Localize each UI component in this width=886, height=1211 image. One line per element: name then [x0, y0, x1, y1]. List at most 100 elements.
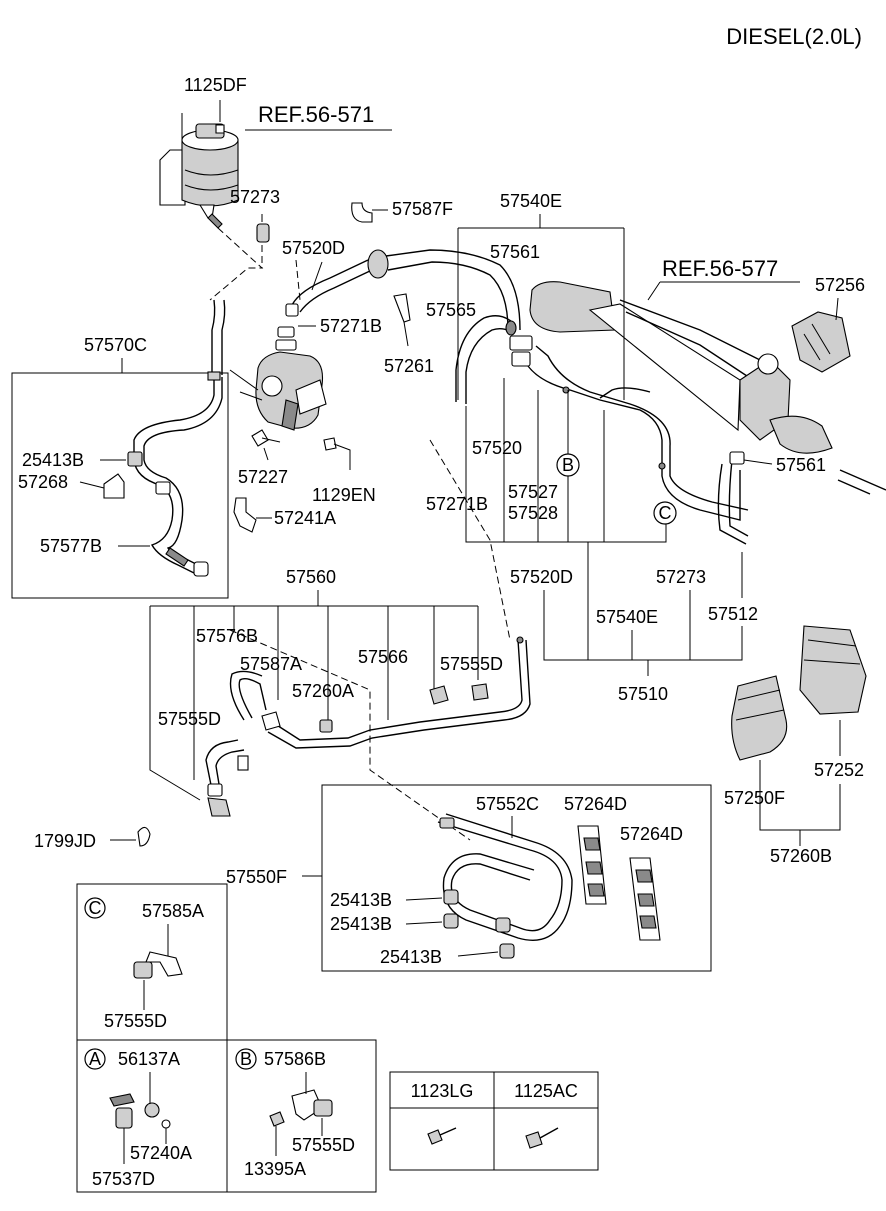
label-57527: 57527 — [508, 482, 558, 502]
label-57520: 57520 — [472, 438, 522, 458]
label-57560: 57560 — [286, 567, 336, 587]
callout-c-circle — [653, 501, 677, 525]
steering-gear-assembly — [529, 281, 886, 495]
label-57260B: 57260B — [770, 846, 832, 866]
detail-a-marker: A — [89, 1049, 101, 1069]
bolt-1129EN — [323, 437, 351, 470]
label-57268: 57268 — [18, 472, 68, 492]
label-57550F: 57550F — [226, 867, 287, 887]
bolt-57227 — [251, 429, 281, 461]
label-57261: 57261 — [384, 356, 434, 376]
reservoir-assembly — [159, 113, 239, 229]
detail-b-part-mid: 57555D — [292, 1135, 355, 1155]
label-57271B-mid: 57271B — [426, 494, 488, 514]
callout-c-label: C — [659, 503, 672, 523]
return-lines — [527, 345, 749, 545]
label-57561-top: 57561 — [490, 242, 540, 262]
clamp-57555D-pair — [429, 683, 489, 705]
label-57264D-a: 57264D — [564, 794, 627, 814]
label-57227: 57227 — [238, 467, 288, 487]
boot-57256 — [791, 311, 851, 373]
label-57510: 57510 — [618, 684, 668, 704]
detail-b-parts — [269, 1072, 333, 1156]
label-57520D-top: 57520D — [282, 238, 345, 258]
label-1125DF: 1125DF — [184, 75, 247, 95]
engine-variant-title: DIESEL(2.0L) — [726, 24, 862, 49]
label-57565: 57565 — [426, 300, 476, 320]
bracket-57264D-b — [629, 857, 661, 941]
label-25413B-3: 25413B — [380, 947, 442, 967]
detail-c-clamp — [133, 924, 183, 1010]
bracket-57241A — [233, 497, 272, 533]
clamp-25413B-left — [127, 451, 143, 467]
label-57540E-top: 57540E — [500, 191, 562, 211]
detail-b-marker: B — [240, 1049, 252, 1069]
bracket-57587F — [351, 202, 388, 223]
label-57528: 57528 — [508, 503, 558, 523]
detail-b-part-top: 57586B — [264, 1049, 326, 1069]
shield-57250F — [731, 675, 788, 761]
label-57576B: 57576B — [196, 626, 258, 646]
shield-57252 — [799, 625, 867, 715]
label-57252: 57252 — [814, 760, 864, 780]
ref-56-571: REF.56-571 — [258, 102, 374, 127]
detail-c-marker: C — [89, 898, 102, 918]
bracket-57268 — [103, 473, 125, 499]
bolt-1125DF — [215, 100, 225, 134]
label-25413B-left: 25413B — [22, 450, 84, 470]
fastener-col2-header: 1125AC — [514, 1081, 578, 1101]
suction-hose — [211, 299, 216, 375]
detail-b-marker-circle — [235, 1048, 257, 1070]
label-57241A: 57241A — [274, 508, 336, 528]
callout-b-label: B — [562, 455, 574, 475]
detail-a-part-top: 56137A — [118, 1049, 180, 1069]
fastener-col1-header: 1123LG — [411, 1081, 474, 1101]
detail-c-part-top: 57585A — [142, 901, 204, 921]
label-57273-mid: 57273 — [656, 567, 706, 587]
suction-hose-group-box — [11, 372, 229, 599]
clamps-25413B-group — [443, 889, 515, 959]
bolt-1125AC-icon — [525, 1127, 559, 1149]
suction-hose-57577B — [133, 371, 223, 577]
detail-b-box — [226, 1039, 377, 1193]
fitting-57273-top — [256, 223, 270, 243]
label-57587F: 57587F — [392, 199, 453, 219]
cooler-group-box — [321, 784, 712, 972]
detail-a-part-mid: 57240A — [130, 1143, 192, 1163]
label-1129EN: 1129EN — [312, 485, 376, 505]
bolt-1123LG-icon — [427, 1127, 457, 1145]
label-1799JD: 1799JD — [34, 831, 96, 851]
cooler-pipe-57560 — [205, 636, 531, 817]
label-57271B-top: 57271B — [320, 316, 382, 336]
label-57512: 57512 — [708, 604, 758, 624]
detail-a-marker-circle — [84, 1048, 106, 1070]
pressure-hose-57520D — [285, 249, 533, 367]
label-25413B-1: 25413B — [330, 890, 392, 910]
detail-b-part-bottom: 13395A — [244, 1159, 306, 1179]
label-57273-top: 57273 — [230, 187, 280, 207]
callout-b-circle — [556, 453, 580, 477]
pump-assembly — [229, 326, 327, 431]
ref-56-577: REF.56-577 — [662, 256, 778, 281]
label-57540E-mid: 57540E — [596, 607, 658, 627]
label-57256: 57256 — [815, 275, 865, 295]
cooler-57552C — [437, 813, 573, 941]
label-57570C: 57570C — [84, 335, 147, 355]
detail-c-part-bottom: 57555D — [104, 1011, 167, 1031]
detail-a-part-bottom: 57537D — [92, 1169, 155, 1189]
detail-c-marker-circle — [84, 897, 106, 919]
reservoir-dashed-leader — [209, 227, 264, 301]
bracket-57264D-a — [577, 825, 607, 905]
label-57250F: 57250F — [724, 788, 785, 808]
label-57264D-b: 57264D — [620, 824, 683, 844]
label-57555D-cooler: 57555D — [440, 654, 503, 674]
clip-1799JD — [137, 826, 151, 847]
hose-57565 — [455, 315, 517, 404]
label-57555D-left: 57555D — [158, 709, 221, 729]
clip-57587A — [261, 711, 281, 731]
label-57561-right: 57561 — [776, 455, 826, 475]
detail-a-parts — [109, 1072, 171, 1164]
clip-57260A — [319, 719, 333, 733]
label-57566: 57566 — [358, 647, 408, 667]
